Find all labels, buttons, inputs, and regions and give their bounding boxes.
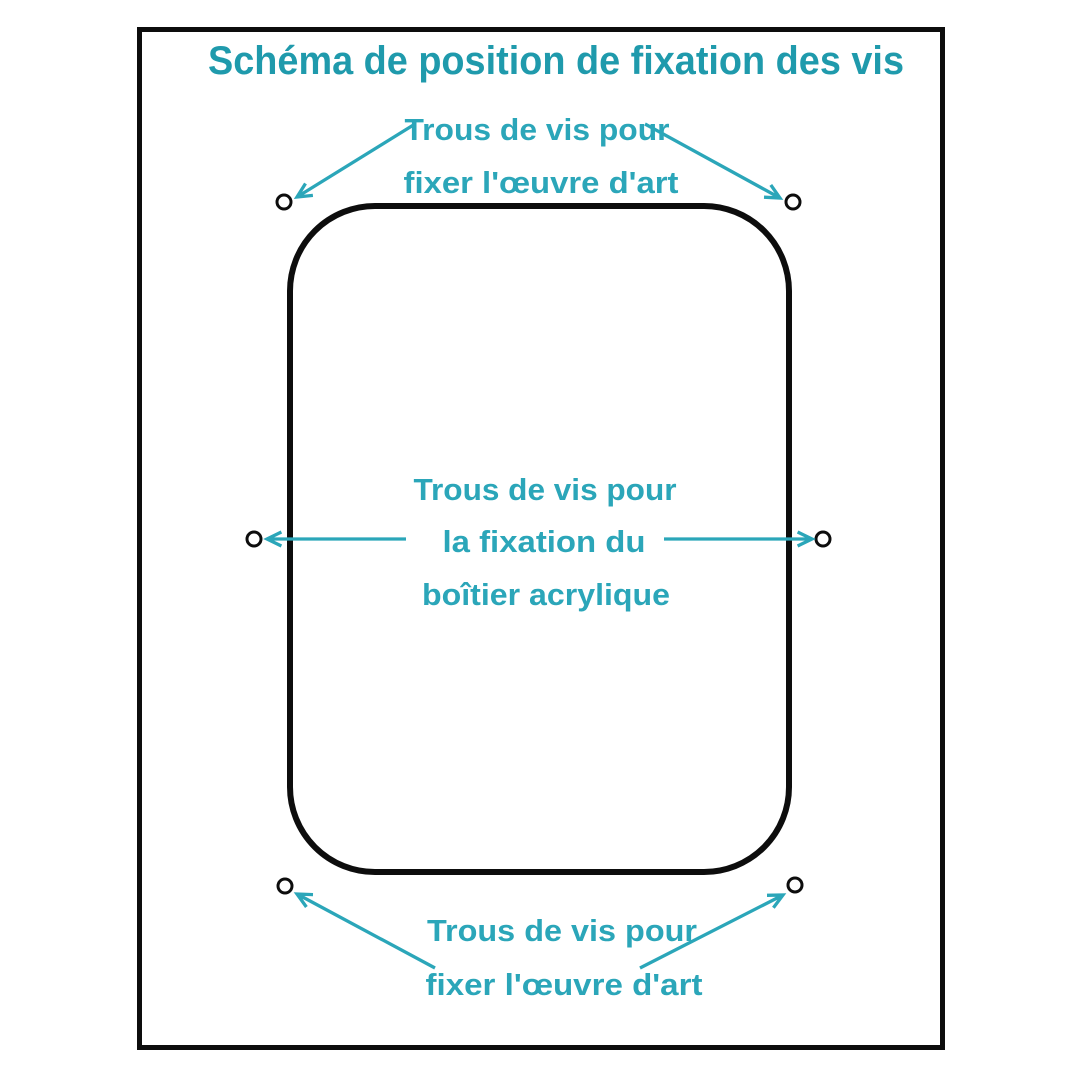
screw-hole-middle-left <box>245 530 263 548</box>
arrow-to-middle-left-hole-icon <box>263 530 406 548</box>
outer-border <box>137 27 945 1050</box>
arrow-to-middle-right-hole-icon <box>664 530 816 548</box>
arrow-to-top-right-hole-icon <box>644 122 784 200</box>
middle-label-line1: Trous de vis pour <box>414 472 677 507</box>
page-title: Schéma de position de fixation des vis <box>208 39 904 83</box>
screw-hole-top-right <box>784 193 802 211</box>
screw-hole-bottom-left <box>276 877 294 895</box>
arrow-to-bottom-right-hole-icon <box>639 893 787 970</box>
screw-hole-top-left <box>275 193 293 211</box>
top-label-line1: Trous de vis pour <box>405 112 670 147</box>
top-label-line2: fixer l'œuvre d'art <box>404 165 679 200</box>
screw-hole-bottom-right <box>786 876 804 894</box>
screw-hole-middle-right <box>814 530 832 548</box>
middle-label-line2: la fixation du <box>443 524 646 559</box>
middle-label-line3: boîtier acrylique <box>422 577 670 612</box>
arrow-to-bottom-left-hole-icon <box>293 892 436 970</box>
bottom-label-line2: fixer l'œuvre d'art <box>426 967 703 1002</box>
bottom-label-line1: Trous de vis pour <box>427 913 697 948</box>
arrow-to-top-left-hole-icon <box>293 122 416 199</box>
